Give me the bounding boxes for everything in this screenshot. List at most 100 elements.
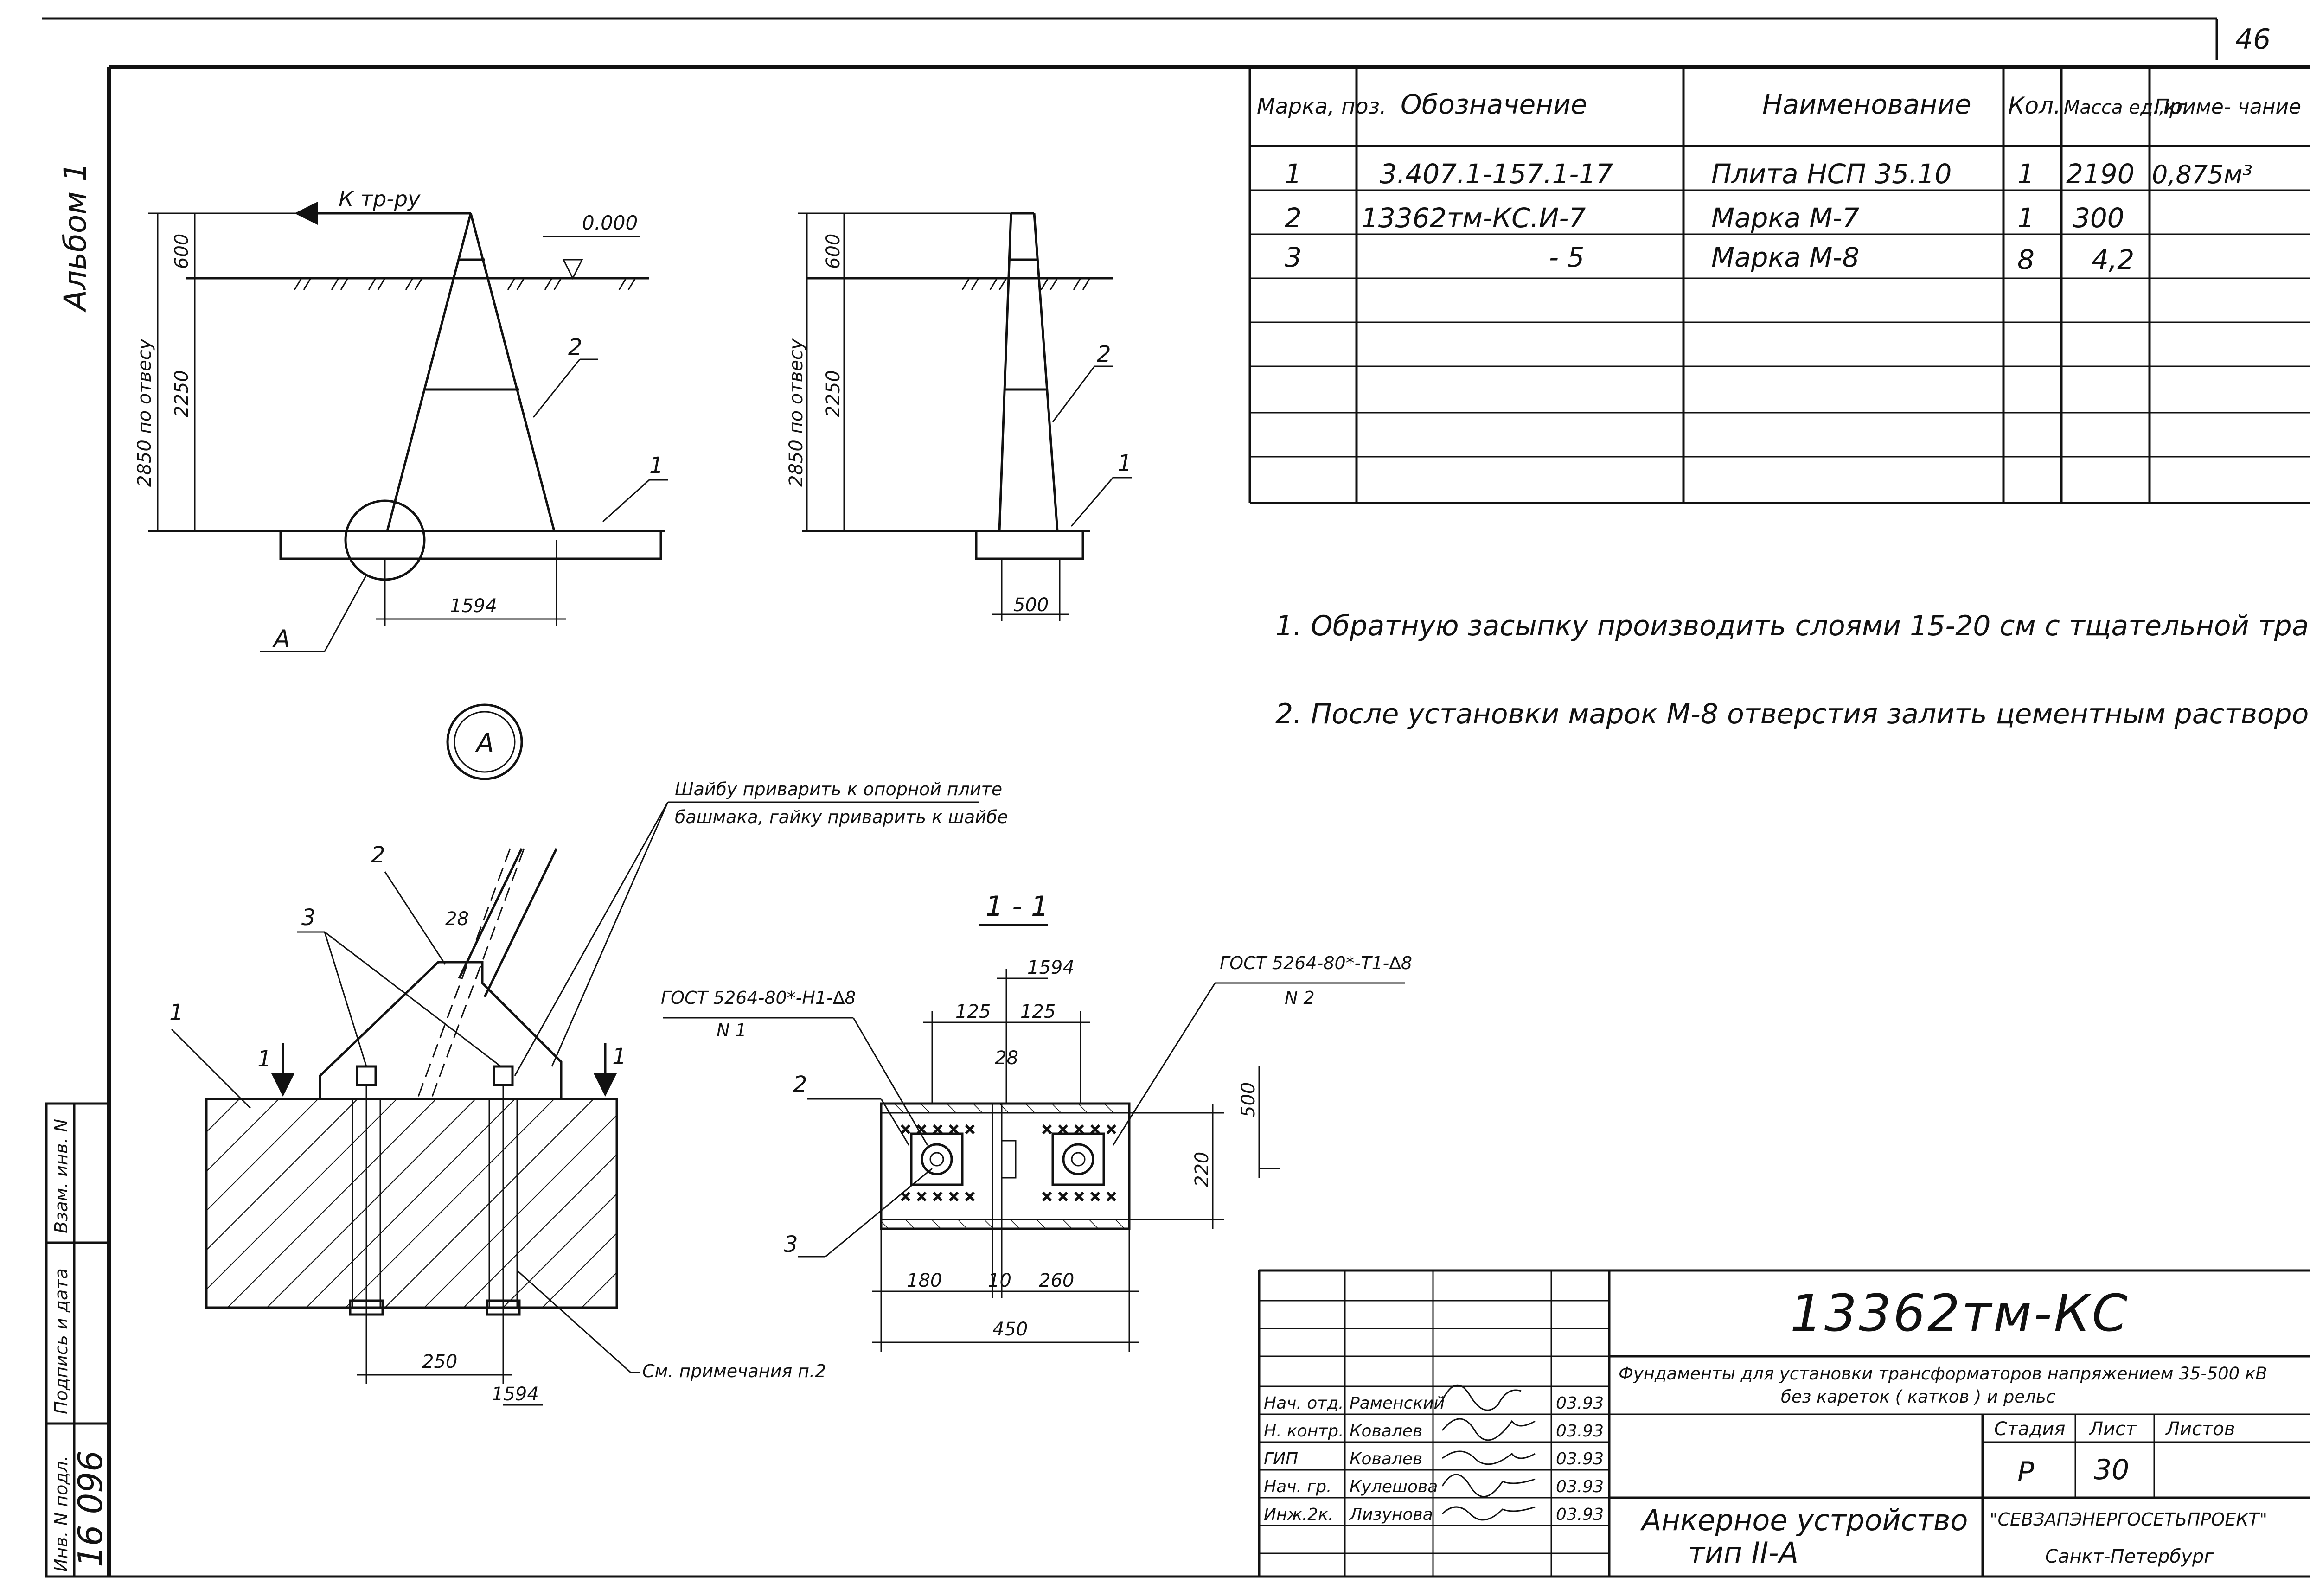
dim-125-b: 125 [1020,1001,1056,1022]
cell-mark: 1 [1285,158,1302,190]
header-note: Приме- чание [2154,95,2301,119]
title-org: "СЕВЗАПЭНЕРГОСЕТЬПРОЕКТ" [1990,1509,2267,1530]
callout-2-section: 2 [793,1072,807,1098]
weld-note-1: Шайбу приварить к опорной плите [675,779,1002,799]
cell-qty: 1 [2017,158,2035,190]
detail-a-title: А [475,728,494,759]
left-stamp [45,1102,110,1578]
cell-note: 0,875м³ [2152,160,2252,189]
dim-28-detail: 28 [445,908,469,930]
dim-1594-section: 1594 [1027,957,1075,978]
staff-name: Кулешова [1350,1477,1438,1496]
note-1: 1. Обратную засыпку производить слоями 1… [1275,610,2310,642]
spec-table [1248,67,2310,504]
header-mark: Марка, поз. [1257,94,1387,119]
section-mark-left: 1 [257,1046,272,1072]
sheet-frame [42,17,2310,1578]
dim-2250-left: 2250 [171,370,192,417]
dim-450-section: 450 [992,1319,1028,1340]
cell-designation: 3.407.1-157.1-17 [1380,158,1613,190]
staff-list: Нач. отд. Раменский 03.93 Н. контр. Кова… [1264,1394,1604,1524]
callout-2-mid: 2 [1097,341,1111,367]
dim-220-section: 220 [1191,1152,1213,1187]
table-row: 2 13362тм-КС.И-7 Марка М-7 1 300 [1285,202,2124,234]
staff-date: 03.93 [1556,1394,1604,1413]
svg-text:× × × × ×: × × × × × [1041,1188,1117,1205]
title-project-2: без кареток ( катков ) и рельс [1781,1387,2055,1407]
dim-125-a: 125 [955,1001,991,1022]
cell-mass: 300 [2073,202,2124,234]
staff-name: Раменский [1350,1394,1445,1413]
staff-date: 03.93 [1556,1449,1604,1468]
section-1-1: × × × × × × × × × × × × × × × × × × × × [663,924,1405,1352]
dim-total-mid: 2850 по отвесу [786,338,807,487]
cell-designation: 13362тм-КС.И-7 [1361,202,1586,234]
dim-500-mid: 500 [1013,594,1049,616]
cell-mass: 4,2 [2092,244,2134,275]
svg-text:× × × × ×: × × × × × [900,1188,976,1205]
dim-total-left: 2850 по отвесу [134,338,155,487]
gost-left-n: N 1 [717,1020,747,1041]
svg-text:× × × × ×: × × × × × [900,1121,976,1137]
dim-500-section: 500 [1238,1082,1259,1117]
svg-text:× × × × ×: × × × × × [1041,1121,1117,1137]
dim-1594-left: 1594 [450,595,497,617]
cell-designation: - 5 [1549,242,1584,273]
stamp-inv-orig: Инв. N подл. [51,1456,71,1572]
section-title: 1 - 1 [985,890,1049,923]
dim-180-section: 180 [907,1270,942,1291]
dim-600-left: 600 [171,234,192,269]
header-designation: Обозначение [1401,89,1587,120]
dim-28-section: 28 [995,1047,1018,1069]
gost-right-n: N 2 [1285,988,1315,1008]
staff-role: Нач. отд. [1264,1394,1344,1413]
staff-name: Лизунова [1349,1505,1433,1524]
staff-date: 03.93 [1556,1505,1604,1524]
header-qty: Кол. [2008,92,2061,119]
title-sheet-label: Лист [2088,1418,2137,1440]
detail-a [171,801,979,1406]
staff-role: Инж.2к. [1264,1505,1333,1524]
dim-1594-detail: 1594 [492,1384,539,1405]
callout-1-detail: 1 [169,1000,184,1026]
title-sheet: 30 [2094,1454,2129,1486]
callout-3-detail: 3 [301,905,316,931]
title-code: 13362тм-КС [1790,1283,2130,1343]
note-2: 2. После установки марок М-8 отверстия з… [1275,698,2310,730]
cell-qty: 8 [2017,244,2035,275]
dim-260-section: 260 [1039,1270,1074,1291]
title-block [1258,1269,2310,1577]
callout-2-left: 2 [568,334,582,360]
elevation-mid [798,212,1132,621]
title-sheet-name-2: тип II-А [1688,1536,1798,1570]
spec-table-header: Марка, поз. Обозначение Наименование Кол… [1257,89,2301,120]
staff-role: ГИП [1264,1449,1298,1468]
cell-name: Марка М-7 [1711,202,1859,234]
dim-250-detail: 250 [422,1351,457,1373]
cell-name: Марка М-8 [1711,242,1859,273]
staff-date: 03.93 [1556,1477,1604,1496]
staff-name: Ковалев [1350,1422,1422,1441]
header-mass: Масса ед.,кг [2064,97,2186,118]
direction-label: К тр-ру [339,186,421,211]
dim-600-mid: 600 [823,234,844,269]
cell-qty: 1 [2017,202,2035,234]
title-city: Санкт-Петербург [2045,1546,2214,1567]
section-mark-right: 1 [612,1044,627,1070]
table-row: 1 3.407.1-157.1-17 Плита НСП 35.10 1 219… [1285,158,2252,190]
cell-name: Плита НСП 35.10 [1711,158,1952,190]
header-name: Наименование [1762,89,1971,120]
see-note-label: См. примечания п.2 [642,1361,826,1381]
callout-1-mid: 1 [1118,450,1132,476]
album-label: Альбом 1 [58,162,93,313]
dim-2250-mid: 2250 [823,370,844,417]
staff-date: 03.93 [1556,1422,1604,1441]
title-stage: Р [2017,1456,2035,1488]
weld-note-2: башмака, гайку приварить к шайбе [675,807,1008,827]
stamp-replace-inv: Взам. инв. N [51,1119,71,1233]
staff-name: Ковалев [1350,1449,1422,1468]
table-row: 3 - 5 Марка М-8 8 4,2 [1285,242,2134,275]
cell-mark: 2 [1285,202,1302,234]
elevation-left [148,202,668,780]
